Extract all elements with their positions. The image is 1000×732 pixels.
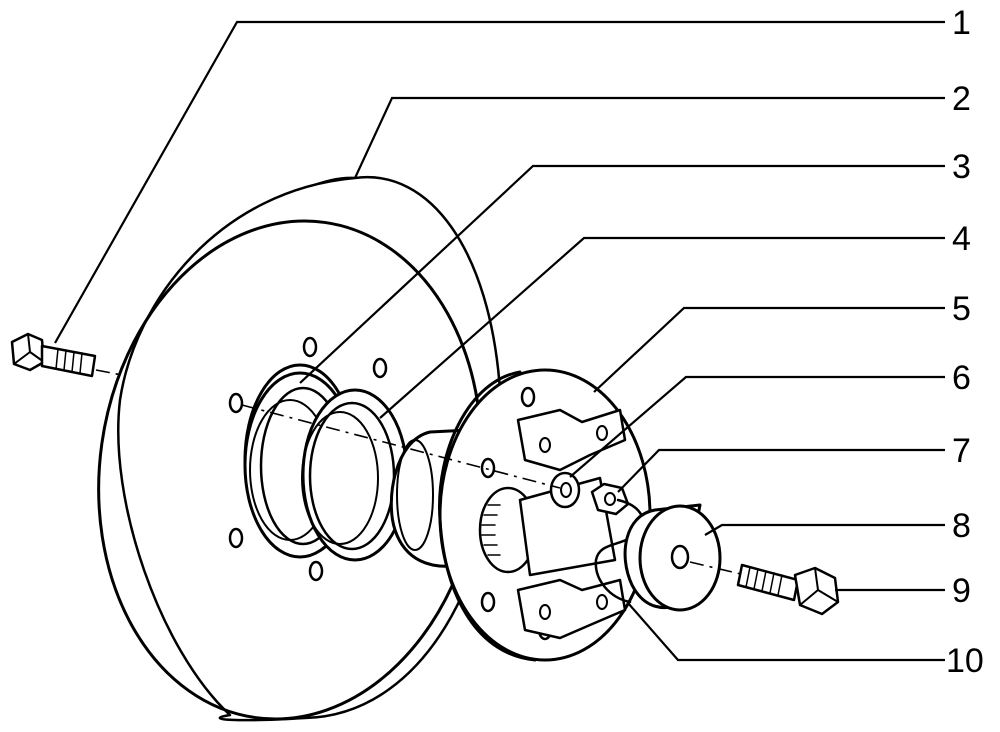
washer <box>549 471 581 509</box>
leader-5 <box>593 306 945 393</box>
leader-10 <box>627 602 945 662</box>
leader-3 <box>299 164 945 384</box>
leader-6 <box>569 375 945 478</box>
leader-4 <box>379 236 945 419</box>
leader-lines <box>54 20 945 662</box>
leader-8 <box>704 523 945 536</box>
leader-7 <box>617 448 945 493</box>
callout-label-1: 1 <box>952 4 971 42</box>
bolt-right <box>736 563 840 616</box>
callout-label-9: 9 <box>952 572 971 610</box>
leader-2 <box>354 96 945 179</box>
bolt-left <box>10 332 97 378</box>
callout-label-7: 7 <box>952 432 971 470</box>
callout-label-3: 3 <box>952 148 971 186</box>
callout-label-2: 2 <box>952 80 971 118</box>
callout-label-10: 10 <box>946 642 984 680</box>
callout-label-6: 6 <box>952 359 971 397</box>
callout-label-5: 5 <box>952 290 971 328</box>
hub-cap <box>623 503 722 612</box>
centre-axis <box>95 369 746 576</box>
leader-1 <box>54 20 945 344</box>
callout-label-4: 4 <box>952 220 971 258</box>
spacer-ring <box>301 388 409 562</box>
callout-label-8: 8 <box>952 507 971 545</box>
callout-labels: 1 2 3 4 5 6 7 8 9 10 <box>946 4 984 680</box>
